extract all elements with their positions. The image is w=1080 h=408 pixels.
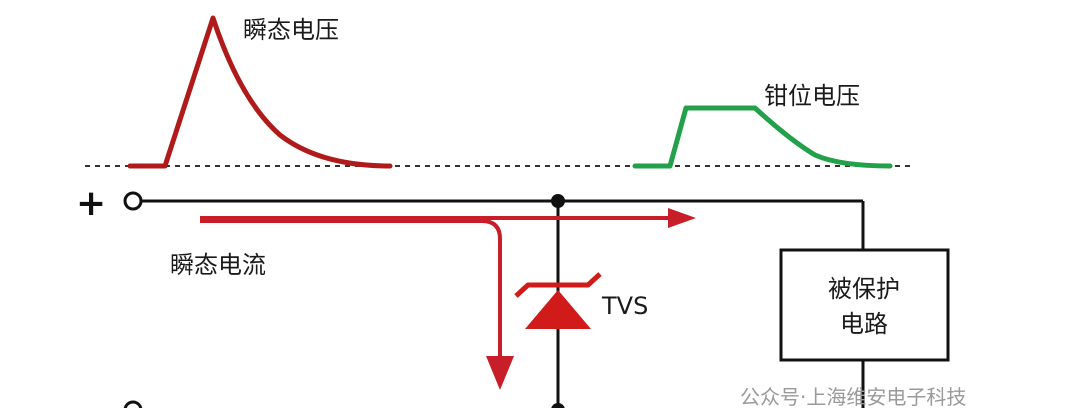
tvs-label: TVS (601, 292, 648, 320)
transient-voltage-label: 瞬态电压 (243, 16, 339, 44)
bottom-terminal (123, 400, 143, 408)
clamp-voltage-label: 钳位电压 (764, 82, 860, 110)
protected-circuit-label-line1: 被保护 (828, 275, 900, 303)
transient-current-label: 瞬态电流 (170, 251, 266, 279)
transient-voltage-waveform (127, 15, 393, 169)
clamp-voltage-waveform (632, 105, 893, 169)
protected-circuit-label-line2: 电路 (840, 310, 888, 338)
protected-circuit-box (779, 248, 950, 362)
transient-current-arrow (200, 208, 696, 390)
tvs-diode-symbol (514, 272, 602, 329)
plus-terminal-sign: + (76, 183, 106, 224)
bottom-junction-dot (551, 403, 565, 408)
top-terminal (123, 191, 143, 211)
watermark-text: 公众号·上海维安电子科技 (740, 385, 966, 408)
